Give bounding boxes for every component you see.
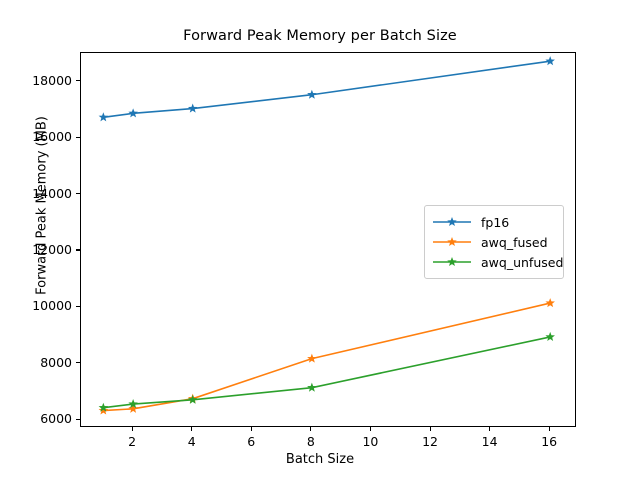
y-tick-mark bbox=[76, 362, 80, 364]
y-tick-mark bbox=[76, 249, 80, 251]
marker-awq_fused bbox=[98, 405, 109, 415]
x-tick-mark bbox=[369, 427, 372, 431]
x-tick-label: 10 bbox=[362, 434, 379, 449]
legend-label-awq_unfused: awq_unfused bbox=[481, 254, 564, 270]
y-tick-label: 12000 bbox=[32, 241, 72, 257]
marker-fp16 bbox=[545, 56, 555, 66]
marker-fp16 bbox=[187, 103, 198, 113]
marker-awq_unfused bbox=[307, 382, 317, 392]
marker-awq_unfused bbox=[545, 331, 555, 341]
x-tick-mark bbox=[429, 427, 431, 431]
line-awq_unfused bbox=[102, 336, 551, 409]
marker-awq_fused bbox=[128, 403, 138, 413]
legend-swatch-awq_unfused bbox=[432, 254, 472, 270]
legend-item-awq_fused[interactable]: awq_fused bbox=[432, 232, 555, 252]
x-tick-label: 12 bbox=[422, 434, 438, 449]
x-tick-label: 2 bbox=[128, 434, 137, 449]
marker-fp16 bbox=[98, 112, 109, 122]
x-tick-label: 16 bbox=[541, 434, 558, 449]
legend-item-fp16[interactable]: fp16 bbox=[432, 212, 555, 232]
legend: fp16 awq_fused awq_unfused bbox=[424, 205, 564, 279]
y-tick-mark bbox=[76, 305, 80, 307]
series-awq_unfused bbox=[98, 331, 555, 412]
marker-awq_fused bbox=[545, 298, 555, 308]
y-tick-label: 16000 bbox=[32, 129, 72, 145]
legend-item-awq_unfused[interactable]: awq_unfused bbox=[432, 252, 563, 272]
legend-swatch-fp16 bbox=[432, 214, 472, 230]
y-axis-label: Forward Peak Memory (MB) bbox=[34, 116, 50, 295]
legend-label-awq_fused: awq_fused bbox=[481, 234, 548, 250]
x-tick-mark bbox=[489, 427, 491, 431]
y-tick-label: 8000 bbox=[40, 354, 72, 370]
legend-label-fp16: fp16 bbox=[481, 214, 510, 230]
marker-fp16 bbox=[307, 89, 317, 99]
x-tick-label: 6 bbox=[247, 434, 256, 449]
marker-fp16 bbox=[128, 108, 138, 118]
x-tick-label: 8 bbox=[306, 434, 315, 449]
chart-title: Forward Peak Memory per Batch Size bbox=[183, 28, 457, 44]
y-tick-label: 6000 bbox=[40, 411, 72, 427]
x-tick-mark bbox=[250, 427, 252, 431]
x-tick-label: 14 bbox=[481, 434, 498, 449]
series-lines bbox=[98, 56, 555, 415]
plot-area bbox=[80, 52, 576, 427]
x-tick-mark bbox=[548, 427, 550, 431]
x-tick-mark bbox=[310, 427, 312, 431]
marker-awq_unfused bbox=[98, 402, 109, 412]
x-tick-mark bbox=[131, 427, 133, 431]
line-fp16 bbox=[102, 60, 551, 119]
y-tick-mark bbox=[76, 80, 80, 82]
x-tick-mark bbox=[191, 427, 193, 431]
y-tick-mark bbox=[76, 193, 80, 195]
x-tick-label: 4 bbox=[187, 434, 196, 449]
y-tick-mark bbox=[76, 418, 80, 420]
marker-awq_fused bbox=[307, 353, 317, 363]
y-tick-label: 14000 bbox=[32, 185, 72, 201]
y-tick-label: 18000 bbox=[32, 72, 72, 88]
x-axis-label: Batch Size bbox=[285, 452, 355, 467]
line-awq_fused bbox=[102, 302, 551, 412]
series-fp16 bbox=[98, 56, 555, 122]
legend-swatch-awq_fused bbox=[432, 234, 472, 250]
series-awq_fused bbox=[98, 298, 555, 415]
y-tick-mark bbox=[76, 136, 80, 138]
marker-awq_unfused bbox=[128, 399, 138, 409]
marker-awq_unfused bbox=[187, 394, 198, 404]
y-tick-label: 10000 bbox=[32, 298, 72, 314]
